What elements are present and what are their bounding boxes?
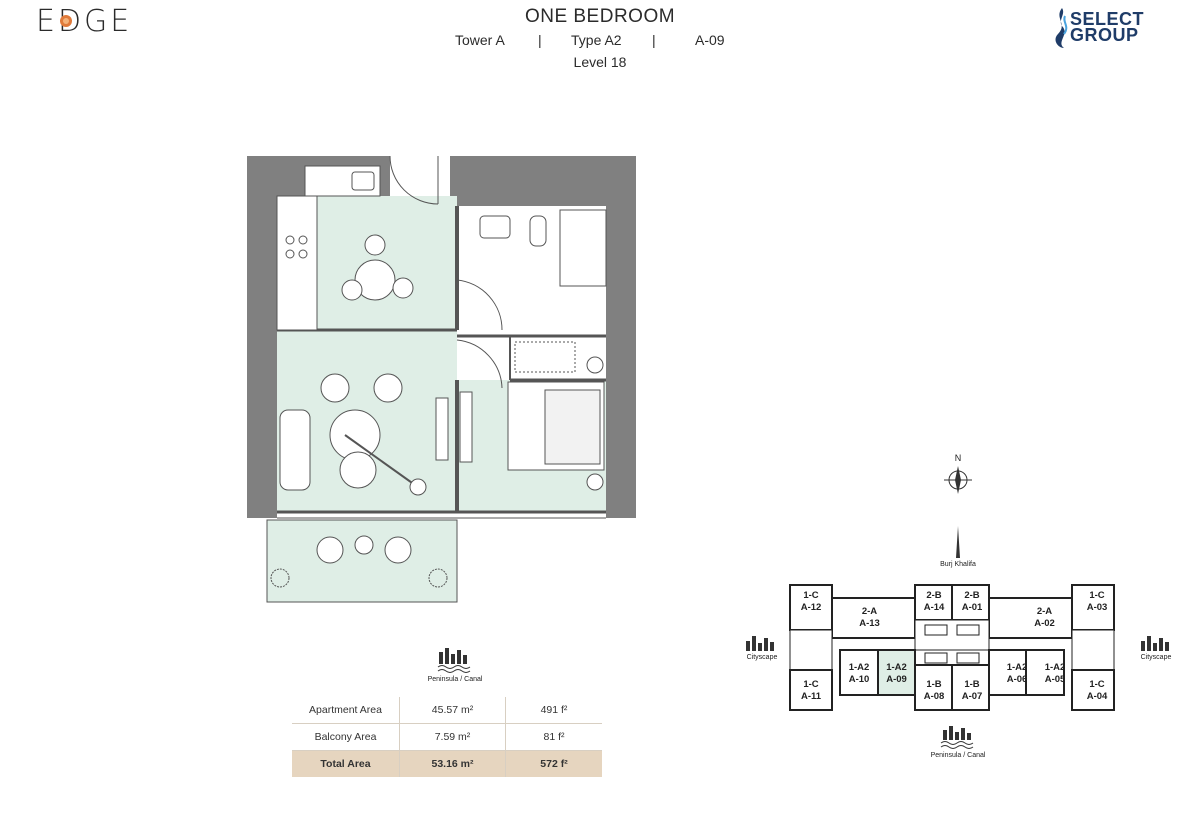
bottom-view-label: Peninsula / Canal <box>930 752 986 759</box>
wall-top-right <box>450 156 636 206</box>
unit-label: A-09 <box>695 32 725 48</box>
peninsula-canal-icon <box>437 648 471 673</box>
north-compass-icon: N <box>944 453 972 494</box>
floor-plan <box>247 155 636 603</box>
wall-left <box>247 156 277 518</box>
area-table: Apartment Area 45.57 m² 491 f² Balcony A… <box>292 697 602 777</box>
cityscape-right-icon <box>1141 636 1169 651</box>
edge-logo-dot-icon <box>60 15 72 27</box>
type-label: Type A2 <box>571 32 622 48</box>
key-plan <box>789 584 1115 711</box>
view-label: Peninsula / Canal <box>427 676 483 683</box>
peninsula-canal-keyplan-icon <box>940 726 974 749</box>
right-view-label: Cityscape <box>1140 654 1172 661</box>
entrance <box>390 156 450 196</box>
balcony <box>266 519 458 603</box>
separator-1: | <box>538 32 542 48</box>
separator-2: | <box>652 32 656 48</box>
burj-khalifa-icon <box>956 526 960 558</box>
north-label: N <box>955 453 962 463</box>
table-row: Apartment Area 45.57 m² 491 f² <box>292 697 602 724</box>
closet-area <box>457 336 606 380</box>
tower-label: Tower A <box>455 32 505 48</box>
select-group-flame-icon <box>1055 8 1068 48</box>
left-view-label: Cityscape <box>746 654 778 661</box>
wall-right <box>606 206 636 518</box>
table-row: Balcony Area 7.59 m² 81 f² <box>292 723 602 751</box>
edge-logo: EDGE <box>36 4 133 39</box>
page-title: ONE BEDROOM <box>524 6 676 27</box>
cityscape-left-icon <box>746 636 774 651</box>
table-row: Total Area 53.16 m² 572 f² <box>292 750 602 777</box>
top-view-label: Burj Khalifa <box>940 561 976 568</box>
level-label: Level 18 <box>573 54 627 70</box>
